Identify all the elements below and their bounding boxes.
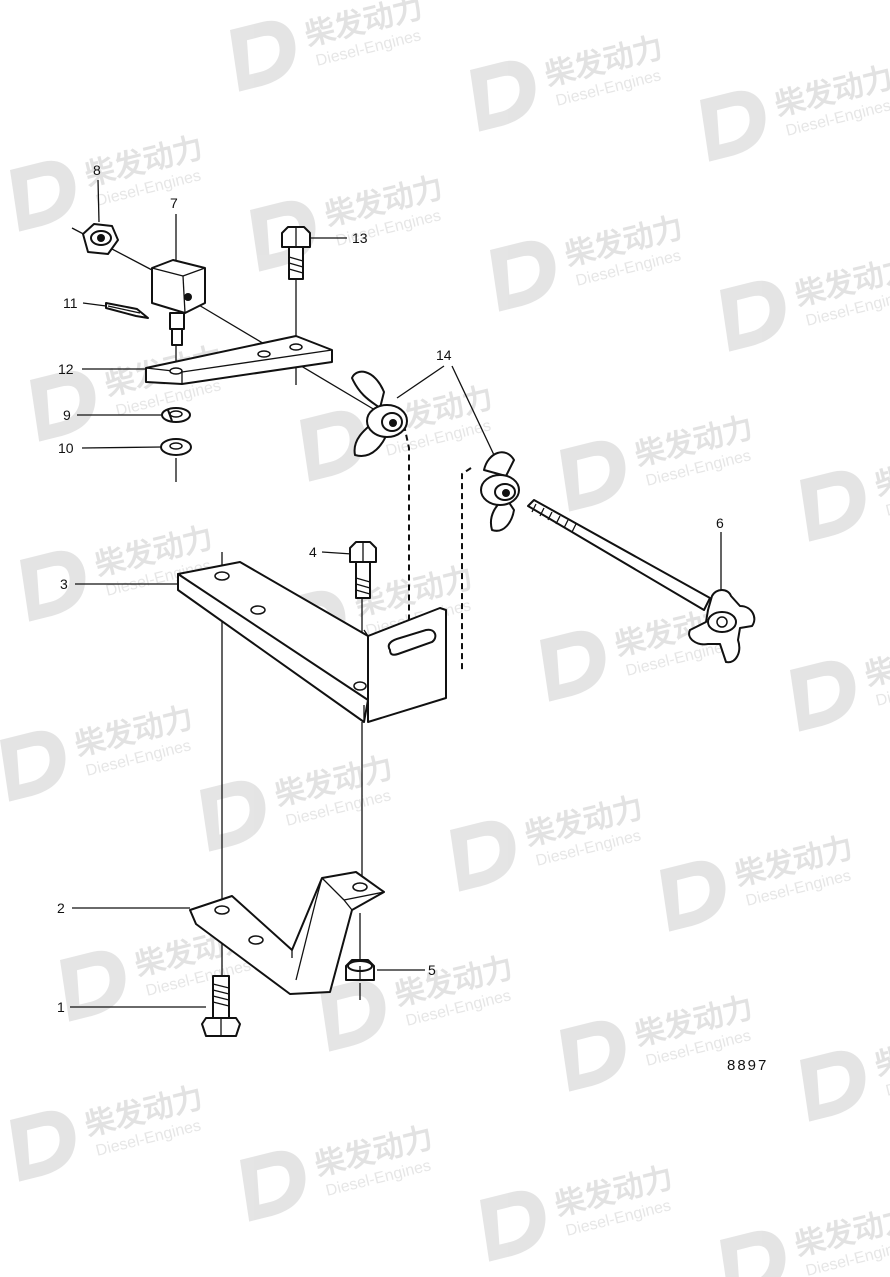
watermark-logo-icon bbox=[0, 730, 66, 802]
watermark-logo-icon bbox=[10, 1110, 76, 1182]
watermark-logo-icon bbox=[790, 660, 856, 732]
callout-labels: 8 7 13 11 12 14 9 10 6 4 3 2 5 1 bbox=[57, 162, 724, 1015]
watermark-logo-icon bbox=[660, 860, 726, 932]
watermark-logo-icon bbox=[480, 1190, 546, 1262]
bolt-part-1 bbox=[201, 975, 241, 1037]
watermark-logo-icon bbox=[720, 280, 786, 352]
callout-5: 5 bbox=[428, 962, 436, 978]
hex-nut-part-8 bbox=[82, 223, 119, 255]
watermark-logo-icon bbox=[490, 240, 556, 312]
callout-2: 2 bbox=[57, 900, 65, 916]
flat-plate-part-12 bbox=[145, 335, 333, 385]
bolt-part-13 bbox=[281, 226, 311, 280]
watermark-logo-icon bbox=[200, 780, 266, 852]
angle-bracket-part-3 bbox=[177, 561, 447, 723]
watermark-brand-cn: 柴发动力 bbox=[872, 441, 890, 502]
callout-4: 4 bbox=[309, 544, 317, 560]
callout-8: 8 bbox=[93, 162, 101, 178]
watermark-logo-icon bbox=[560, 1020, 626, 1092]
watermark-logo-icon bbox=[470, 60, 536, 132]
drawing-reference-number: 8897 bbox=[727, 1057, 768, 1074]
callout-11: 11 bbox=[63, 295, 78, 311]
watermark-logo-icon bbox=[30, 370, 96, 442]
watermark-logo-icon bbox=[540, 630, 606, 702]
watermark-logo-icon bbox=[800, 1050, 866, 1122]
square-block-part-7 bbox=[151, 259, 206, 346]
watermark-logo-icon bbox=[560, 440, 626, 512]
callout-14: 14 bbox=[436, 347, 452, 363]
watermark-logo-icon bbox=[300, 410, 366, 482]
watermark-logo-icon bbox=[320, 980, 386, 1052]
callout-1: 1 bbox=[57, 999, 65, 1015]
watermark-logo-icon bbox=[240, 1150, 306, 1222]
watermark-logo-icon bbox=[20, 550, 86, 622]
callout-9: 9 bbox=[63, 407, 71, 423]
watermark-logo-icon bbox=[10, 160, 76, 232]
assembly-line-left bbox=[403, 424, 410, 652]
callout-10: 10 bbox=[58, 440, 74, 456]
hex-nut-part-5 bbox=[345, 959, 375, 981]
callout-6: 6 bbox=[716, 515, 724, 531]
spring-washer-part-9 bbox=[161, 407, 191, 423]
watermark-logo-icon bbox=[700, 90, 766, 162]
wing-nut-part-14-lower bbox=[480, 451, 520, 532]
watermark-logo-icon bbox=[800, 470, 866, 542]
callout-12: 12 bbox=[58, 361, 74, 377]
assembly-line-right bbox=[461, 467, 472, 672]
tee-rod-part-6 bbox=[527, 499, 756, 664]
watermark-logo-icon bbox=[450, 820, 516, 892]
watermark-logo-icon bbox=[720, 1230, 786, 1277]
flat-washer-part-10 bbox=[160, 438, 192, 456]
callout-3: 3 bbox=[60, 576, 68, 592]
watermark-logo-icon bbox=[60, 950, 126, 1022]
split-pin-part-11 bbox=[105, 302, 149, 319]
z-bracket-part-2 bbox=[189, 871, 385, 995]
watermark-logo-icon bbox=[230, 20, 296, 92]
watermark-brand-cn: 柴发动力 bbox=[872, 1021, 890, 1082]
callout-7: 7 bbox=[170, 195, 178, 211]
bolt-part-4 bbox=[349, 541, 377, 599]
watermark-brand-cn: 柴发动力 bbox=[862, 631, 890, 692]
callout-13: 13 bbox=[352, 230, 368, 246]
wing-nut-part-14-upper bbox=[351, 370, 408, 457]
